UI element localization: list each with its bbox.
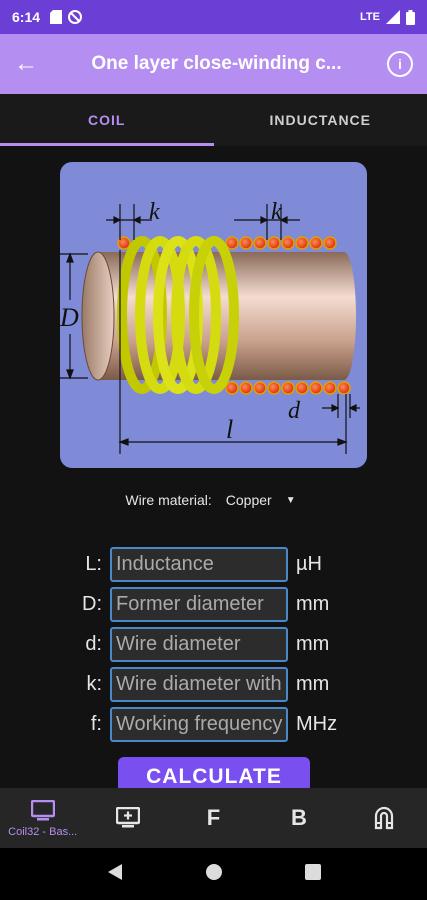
field-label: D: <box>82 592 102 615</box>
system-navigation <box>0 848 427 900</box>
nav-caption: Coil32 - Bas... <box>8 826 78 838</box>
back-triangle-icon[interactable] <box>107 863 123 886</box>
field-unit: mm <box>296 592 330 615</box>
inductance-input[interactable]: Inductance <box>110 546 288 582</box>
wire-material-select[interactable]: Copper ▼ <box>220 490 302 510</box>
field-unit: µH <box>296 552 322 575</box>
status-time: 6:14 <box>12 9 41 25</box>
insulated-wire-row: k: Wire diameter with insulation mm <box>0 664 427 704</box>
nav-item-b[interactable]: B <box>256 788 341 848</box>
bottom-navigation: Coil32 - Bas... F B <box>0 788 427 848</box>
home-circle-icon[interactable] <box>205 863 223 886</box>
label-l: l <box>226 415 233 444</box>
tab-inductance[interactable]: INDUCTANCE <box>269 112 371 128</box>
field-label: L: <box>85 552 102 575</box>
back-arrow-icon[interactable]: ← <box>14 50 38 77</box>
b-letter-icon: B <box>290 805 307 830</box>
wire-dots-bottom <box>225 381 351 395</box>
wire-dots-top <box>117 236 337 250</box>
label-k-right: k <box>271 199 282 225</box>
page-title: One layer close-winding c... <box>91 53 342 74</box>
info-icon[interactable]: i <box>387 51 413 77</box>
wire-diameter-row: d: Wire diameter mm <box>0 624 427 664</box>
wire-material-row: Wire material: Copper ▼ <box>0 486 427 514</box>
insulated-wire-diameter-input[interactable]: Wire diameter with insulation <box>110 666 288 702</box>
field-unit: mm <box>296 632 330 655</box>
signal-icon <box>386 10 400 24</box>
field-unit: MHz <box>296 712 338 735</box>
recents-square-icon[interactable] <box>304 863 321 885</box>
field-unit: mm <box>296 672 330 695</box>
tab-coil[interactable]: COIL <box>0 94 214 146</box>
app-bar: ← One layer close-winding c... i <box>0 34 427 94</box>
label-D: D <box>60 303 79 332</box>
field-label: f: <box>90 712 102 735</box>
working-frequency-input[interactable]: Working frequency <box>110 706 288 742</box>
no-disturb-icon <box>68 10 83 24</box>
monitor-icon <box>30 798 55 824</box>
dropdown-caret-icon: ▼ <box>285 494 296 506</box>
former-cylinder <box>98 252 344 380</box>
sim-card-icon <box>50 10 63 24</box>
tab-bar: COIL INDUCTANCE <box>0 94 427 146</box>
field-label: k: <box>86 672 102 695</box>
former-end <box>81 251 115 381</box>
wire-material-value: Copper <box>225 492 272 508</box>
wire-diameter-input[interactable]: Wire diameter <box>110 626 288 662</box>
nav-item-coil32-base[interactable]: Coil32 - Bas... <box>0 788 85 848</box>
former-diameter-row: D: Former diameter mm <box>0 584 427 624</box>
coil-winding <box>117 236 239 394</box>
wire-material-label: Wire material: <box>125 492 212 508</box>
network-type: LTE <box>360 11 380 23</box>
status-bar: 6:14 LTE <box>0 0 427 34</box>
nav-item-f[interactable]: F <box>171 788 256 848</box>
nav-item-magnet[interactable] <box>342 788 427 848</box>
nav-item-add-screen[interactable] <box>85 788 170 848</box>
inductance-row: L: Inductance µH <box>0 544 427 584</box>
former-diameter-input[interactable]: Former diameter <box>110 586 288 622</box>
f-letter-icon: F <box>206 805 221 830</box>
coil-diagram: k k D d l <box>60 162 367 468</box>
magnet-icon <box>372 805 396 831</box>
label-k-left: k <box>149 199 160 225</box>
add-screen-icon <box>116 805 141 831</box>
field-label: d: <box>85 632 102 655</box>
label-d: d <box>288 398 301 424</box>
input-form: L: Inductance µH D: Former diameter mm d… <box>0 544 427 744</box>
frequency-row: f: Working frequency MHz <box>0 704 427 744</box>
battery-icon <box>406 9 415 25</box>
